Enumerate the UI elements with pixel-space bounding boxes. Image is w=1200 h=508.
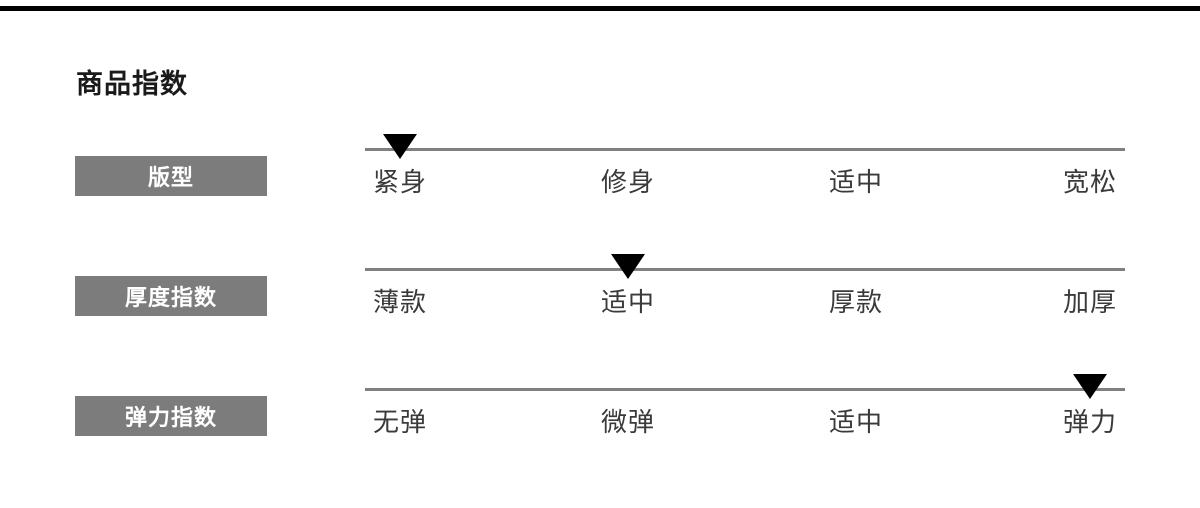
index-row-fit: 版型 紧身 修身 适中 宽松 <box>0 134 1200 248</box>
scale-line-elasticity <box>365 388 1125 391</box>
row-label-badge-elasticity: 弹力指数 <box>75 396 267 436</box>
page-title: 商品指数 <box>76 69 188 100</box>
scale-line-fit <box>365 148 1125 151</box>
index-row-thickness: 厚度指数 薄款 适中 厚款 加厚 <box>0 254 1200 368</box>
scale-marker-thickness[interactable] <box>610 254 645 279</box>
row-label-badge-fit: 版型 <box>75 156 267 196</box>
tick-label: 宽松 <box>1063 168 1118 198</box>
scale-marker-fit[interactable] <box>382 134 417 159</box>
tick-label: 加厚 <box>1063 288 1118 318</box>
scale-track-thickness[interactable]: 薄款 适中 厚款 加厚 <box>365 254 1125 368</box>
tick-label: 修身 <box>600 168 655 198</box>
index-row-elasticity: 弹力指数 无弹 微弹 适中 弹力 <box>0 374 1200 488</box>
tick-label: 厚款 <box>828 288 883 318</box>
scale-tick-labels-fit: 紧身 修身 适中 宽松 <box>365 162 1125 206</box>
scale-tick-labels-elasticity: 无弹 微弹 适中 弹力 <box>365 402 1125 446</box>
tick-label: 弹力 <box>1063 408 1118 438</box>
tick-label: 适中 <box>828 168 883 198</box>
scale-line-thickness <box>365 268 1125 271</box>
tick-label: 适中 <box>828 408 883 438</box>
tick-label: 适中 <box>600 288 655 318</box>
scale-tick-labels-thickness: 薄款 适中 厚款 加厚 <box>365 282 1125 326</box>
scale-track-elasticity[interactable]: 无弹 微弹 适中 弹力 <box>365 374 1125 488</box>
tick-label: 微弹 <box>600 408 655 438</box>
row-label-badge-thickness: 厚度指数 <box>75 276 267 316</box>
tick-label: 无弹 <box>372 408 427 438</box>
scale-marker-elasticity[interactable] <box>1073 374 1108 399</box>
tick-label: 紧身 <box>372 168 427 198</box>
top-divider-rule <box>0 6 1200 11</box>
scale-track-fit[interactable]: 紧身 修身 适中 宽松 <box>365 134 1125 248</box>
tick-label: 薄款 <box>372 288 427 318</box>
